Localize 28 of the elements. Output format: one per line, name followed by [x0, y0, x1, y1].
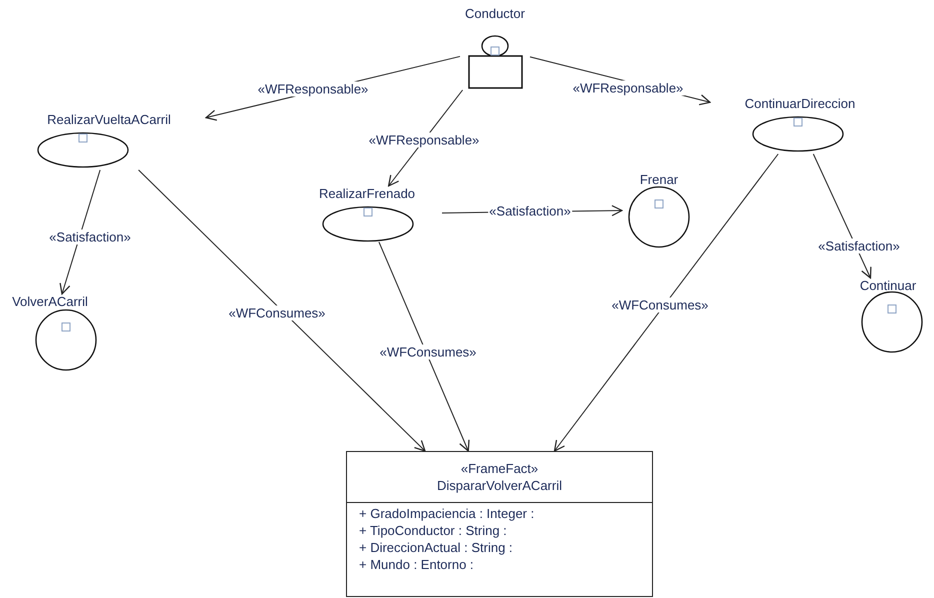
stereotype-label: «FrameFact» — [460, 460, 540, 477]
edge-label: «WFResponsable» — [368, 132, 480, 148]
edge-label: «WFConsumes» — [610, 298, 710, 312]
node-label: RealizarVueltaACarril — [46, 112, 172, 128]
edge-label: «WFResponsable» — [256, 82, 370, 96]
node-label: Continuar — [858, 278, 918, 294]
edge-label: «WFConsumes» — [378, 344, 478, 360]
edge-label: «Satisfaction» — [817, 238, 901, 254]
attribute-text: + TipoConductor : String : — [358, 522, 508, 539]
node-label: ContinuarDireccion — [744, 96, 856, 112]
attribute-text: + DireccionActual : String : — [358, 539, 514, 556]
arrow — [138, 170, 426, 452]
arrow — [60, 170, 101, 295]
node-label: Conductor — [464, 6, 526, 22]
attribute-text: + Mundo : Entorno : — [358, 556, 475, 573]
class-box — [346, 451, 653, 597]
arrow — [812, 154, 872, 279]
arrow — [378, 242, 470, 452]
arrow — [554, 154, 779, 452]
node-label: RealizarFrenado — [318, 186, 416, 202]
attribute-text: + GradoImpaciencia : Integer : — [358, 505, 536, 522]
node-label: Frenar — [638, 172, 680, 188]
edge-label: «Satisfaction» — [488, 204, 572, 218]
class-name: DispararVolverACarril — [436, 477, 563, 494]
edge-label: «Satisfaction» — [48, 230, 132, 244]
node-label: VolverACarril — [11, 294, 89, 310]
edge-label: «WFResponsable» — [572, 80, 684, 96]
edge-label: «WFConsumes» — [228, 306, 326, 320]
